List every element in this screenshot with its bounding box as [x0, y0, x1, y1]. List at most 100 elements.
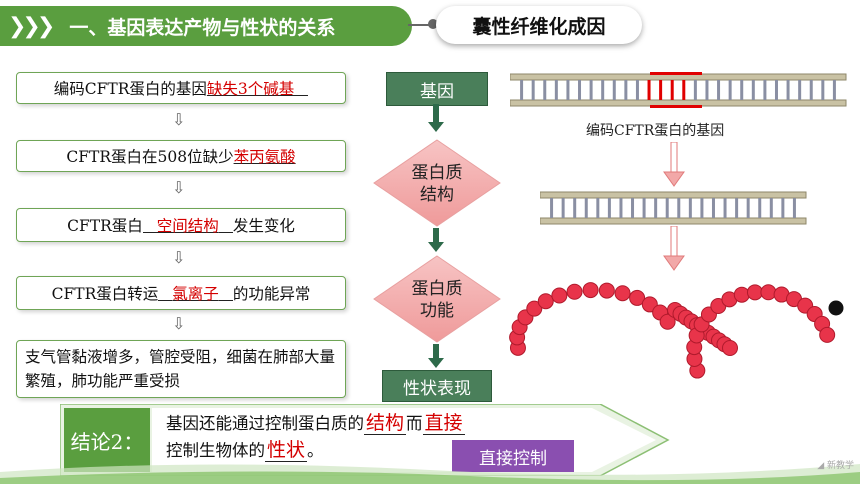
- base-pair: [619, 198, 623, 218]
- mutation-bracket: [650, 105, 702, 108]
- amino-acid-bead: [629, 289, 646, 306]
- flow-arrow: [433, 344, 439, 360]
- step-text: CFTR蛋白在508位缺少: [66, 148, 234, 166]
- base-pair: [596, 198, 600, 218]
- conclusion-segment: 控制生物体的: [166, 441, 265, 460]
- amino-acid-bead: [659, 313, 676, 330]
- amino-acid-bead: [526, 300, 543, 317]
- amino-acid-bead: [722, 340, 738, 356]
- amino-acid-bead: [551, 287, 568, 304]
- step-answer: 缺失3个碱基: [206, 80, 295, 98]
- header-connector: [408, 24, 438, 26]
- base-pair: [520, 80, 524, 100]
- base-pair: [798, 80, 802, 100]
- missing-base-pair: [682, 80, 686, 100]
- step-text: 的功能异常: [232, 285, 311, 303]
- diamond-label: 蛋白质: [412, 279, 463, 299]
- base-pair: [589, 80, 593, 100]
- dna-ladder-normal: [510, 72, 847, 108]
- base-pair: [832, 80, 836, 100]
- base-pair: [769, 198, 773, 218]
- base-pair: [578, 80, 582, 100]
- base-pair: [584, 198, 588, 218]
- flow-arrow-head: [428, 358, 444, 368]
- base-pair: [654, 198, 658, 218]
- base-pair: [735, 198, 739, 218]
- base-pair: [717, 80, 721, 100]
- bottom-wave: [0, 464, 860, 484]
- protein-bead-chain: [509, 282, 844, 379]
- base-pair: [786, 80, 790, 100]
- conclusion-answer: 性状: [265, 439, 308, 462]
- conclusion-answer: 直接: [422, 412, 465, 435]
- base-pair: [677, 198, 681, 218]
- topic-title: 囊性纤维化成因: [436, 6, 642, 44]
- flow-arrow-head: [428, 242, 444, 252]
- answer-blank: [218, 217, 233, 234]
- amino-acid-bead: [733, 286, 750, 303]
- down-arrow-icon: ⇩: [172, 314, 186, 333]
- missing-base-pair: [670, 80, 674, 100]
- protein-structure-diamond: 蛋白质 结构: [373, 139, 501, 227]
- watermark: ◢ 新教学: [817, 461, 854, 471]
- trait-box: 性状表现: [382, 370, 492, 402]
- conclusion-line-2: 控制生物体的性状。: [166, 437, 636, 464]
- section-header: ❯❯❯ 一、基因表达产物与性状的关系: [0, 6, 412, 46]
- base-pair: [740, 80, 744, 100]
- answer-blank: [142, 217, 157, 234]
- dna-strand: [540, 191, 807, 199]
- dna-strand: [540, 217, 807, 225]
- dna-ladder-mutant: [540, 191, 807, 225]
- base-pair: [624, 80, 628, 100]
- down-arrow-icon: ⇩: [172, 178, 186, 197]
- conclusion-answer: 结构: [364, 412, 407, 435]
- base-pair: [723, 198, 727, 218]
- missing-base-pair: [659, 80, 663, 100]
- base-pair: [700, 198, 704, 218]
- base-pair: [821, 80, 825, 100]
- gene-box: 基因: [386, 72, 488, 106]
- pink-down-arrow-icon: [663, 142, 685, 187]
- diamond-label: 结构: [420, 185, 454, 205]
- mutation-bracket: [650, 72, 702, 75]
- base-pair: [711, 198, 715, 218]
- section-title: 一、基因表达产物与性状的关系: [69, 16, 336, 39]
- conclusion-segment: 基因还能通过控制蛋白质的: [166, 414, 364, 433]
- base-pair: [631, 198, 635, 218]
- base-pair: [531, 80, 535, 100]
- flow-step-4: CFTR蛋白转运氯离子的功能异常: [16, 276, 346, 310]
- base-pair: [635, 80, 639, 100]
- base-pair: [809, 80, 813, 100]
- base-pair: [550, 198, 554, 218]
- step-text: 编码CFTR蛋白的基因: [53, 80, 207, 98]
- base-pair: [693, 80, 697, 100]
- direct-control-tag: 直接控制: [452, 440, 574, 472]
- base-pair: [561, 198, 565, 218]
- base-pair: [642, 198, 646, 218]
- protein-function-diamond: 蛋白质 功能: [373, 255, 501, 343]
- flow-step-3: CFTR蛋白空间结构发生变化: [16, 208, 346, 242]
- connector-dot: [428, 19, 438, 29]
- conclusion-text: 基因还能通过控制蛋白质的结构而直接 控制生物体的性状。: [166, 410, 636, 464]
- flow-arrow-head: [428, 122, 444, 132]
- amino-acid-bead: [746, 284, 763, 301]
- chain-end-bead: [828, 300, 844, 316]
- base-pair: [601, 80, 605, 100]
- flow-result: 支气管黏液增多，管腔受阻，细菌在肺部大量繁殖，肺功能严重受损: [16, 340, 346, 398]
- diamond-label: 功能: [420, 301, 454, 321]
- flow-step-2: CFTR蛋白在508位缺少苯丙氨酸: [16, 140, 346, 172]
- diamond-label: 蛋白质: [412, 163, 463, 183]
- amino-acid-bead: [598, 282, 615, 299]
- step-text: CFTR蛋白: [67, 217, 143, 235]
- missing-base-pair: [647, 80, 651, 100]
- dna-caption: 编码CFTR蛋白的基因: [586, 123, 725, 139]
- base-pair: [688, 198, 692, 218]
- base-pair: [607, 198, 611, 218]
- conclusion-segment: 。: [307, 441, 324, 460]
- step-text: 发生变化: [232, 217, 295, 235]
- base-pair: [573, 198, 577, 218]
- down-arrow-icon: ⇩: [172, 110, 186, 129]
- pink-down-arrow-icon: [663, 226, 685, 271]
- base-pair: [781, 198, 785, 218]
- conclusion-label: 结论2：: [64, 408, 150, 472]
